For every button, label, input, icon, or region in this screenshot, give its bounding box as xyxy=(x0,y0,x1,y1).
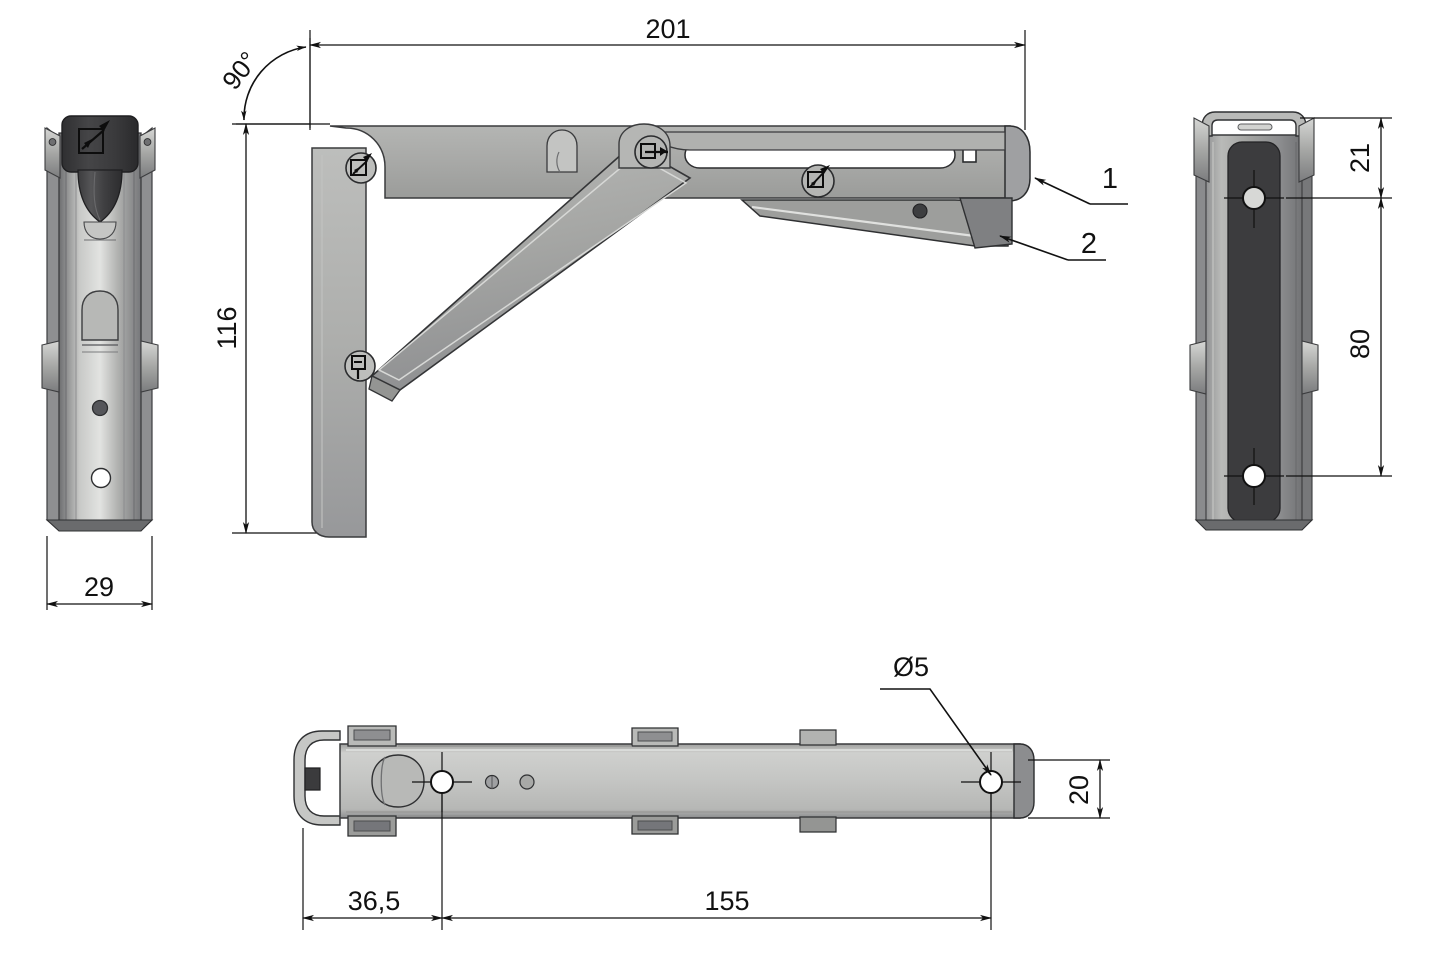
callout-2-label: 2 xyxy=(1081,228,1097,260)
top-hinge-strap-lower-right xyxy=(799,816,837,833)
top-hinge-strap-lower-left-inner xyxy=(353,820,391,832)
rivet-strut-pivot xyxy=(634,135,668,169)
diameter-5-leader xyxy=(880,688,992,776)
rear-flange-right xyxy=(1301,130,1313,529)
dimension-label-36-5: 36,5 xyxy=(348,886,401,916)
dimension-label-80: 80 xyxy=(1345,329,1375,359)
rear-flange-left xyxy=(1195,130,1207,529)
rear-hinge-ear-left xyxy=(1193,117,1210,183)
rear-hinge-loop-inner xyxy=(1237,123,1273,131)
dimension-21: 21 xyxy=(1286,117,1392,199)
callout-2: 2 xyxy=(999,228,1106,261)
front-large-hole xyxy=(90,467,112,489)
dimension-label-155: 155 xyxy=(704,886,749,916)
front-plastic-housing xyxy=(61,115,139,173)
dimension-label-29: 29 xyxy=(84,572,114,602)
view-front-end xyxy=(41,115,159,532)
rear-hole-bottom xyxy=(1224,448,1284,505)
diagonal-strut-highlight xyxy=(377,154,688,381)
top-relief-hole xyxy=(371,754,425,808)
rear-hole-top xyxy=(1224,170,1284,228)
wedge-pin xyxy=(912,203,928,219)
dimension-29: 29 xyxy=(46,536,153,610)
lower-support-wedge-end xyxy=(959,197,1013,249)
callout-1: 1 xyxy=(1034,163,1128,205)
callout-1-leader xyxy=(1034,177,1091,205)
dimension-diameter-5: Ø5 xyxy=(880,652,992,776)
top-plate-end-cap xyxy=(1013,743,1035,819)
front-hinge-pin-upper-right xyxy=(143,138,152,146)
view-rear xyxy=(1189,111,1319,531)
front-slot-window xyxy=(81,290,119,341)
view-top xyxy=(293,725,1035,837)
front-hinge-tab-upper-left xyxy=(44,127,61,179)
diameter-5-label: Ø5 xyxy=(893,652,929,682)
top-arm-nose xyxy=(1004,125,1031,202)
rear-tab-mid-right xyxy=(1301,340,1319,395)
dimension-label-21: 21 xyxy=(1345,143,1375,173)
dimension-label-20: 20 xyxy=(1064,775,1094,805)
front-small-hole xyxy=(91,399,109,417)
top-plate-knuckle xyxy=(546,129,578,173)
front-hinge-pin-upper-left xyxy=(48,138,57,146)
top-plastic-tip xyxy=(304,767,321,791)
top-hinge-strap-upper-right xyxy=(799,729,837,746)
front-tab-mid-right xyxy=(140,340,159,393)
dimension-201: 201 xyxy=(309,14,1026,130)
front-cap-upper xyxy=(83,221,117,240)
rear-hinge-ear-right xyxy=(1298,117,1315,183)
diagonal-strut-end xyxy=(368,375,401,402)
top-hinge-strap-upper-mid-inner xyxy=(637,731,673,742)
rear-tab-mid-left xyxy=(1189,340,1207,395)
top-small-hole-2 xyxy=(519,774,535,790)
top-hinge-strap-upper-left-inner xyxy=(353,729,391,741)
angle-arc-90 xyxy=(241,45,307,121)
rivet-middle-arm xyxy=(801,164,835,198)
top-arm-square-marker xyxy=(962,148,977,163)
lower-support-wedge-highlight xyxy=(751,205,1006,242)
dimension-116: 116 xyxy=(212,123,330,534)
rivet-lower-left xyxy=(344,350,376,382)
top-hinge-wire-loop xyxy=(293,730,341,826)
rivet-upper-left xyxy=(345,152,377,184)
dimension-20: 20 xyxy=(1028,759,1110,819)
top-relief-hole-shade xyxy=(380,756,386,806)
front-lever-crease xyxy=(93,171,101,221)
view-side-main xyxy=(311,123,1031,538)
dimension-label-201: 201 xyxy=(645,14,690,44)
dimension-155: 155 xyxy=(441,794,992,930)
rear-bottom-edge xyxy=(1194,519,1314,531)
front-housing-pictogram-icon xyxy=(78,120,110,154)
dimension-36-5: 36,5 xyxy=(302,794,443,930)
dimension-80: 80 xyxy=(1286,197,1392,477)
front-tab-mid-left xyxy=(41,340,60,393)
dimension-label-116: 116 xyxy=(212,306,242,349)
upper-moving-arm xyxy=(643,131,1006,151)
front-hinge-tab-upper-right xyxy=(139,127,156,179)
front-bottom-edge xyxy=(45,519,154,532)
top-plate-knuckle-shade xyxy=(556,151,561,173)
wall-mount-plate xyxy=(311,147,367,538)
top-hinge-strap-lower-mid-inner xyxy=(637,820,673,831)
callout-1-label: 1 xyxy=(1102,163,1118,195)
callout-2-leader xyxy=(999,235,1069,261)
